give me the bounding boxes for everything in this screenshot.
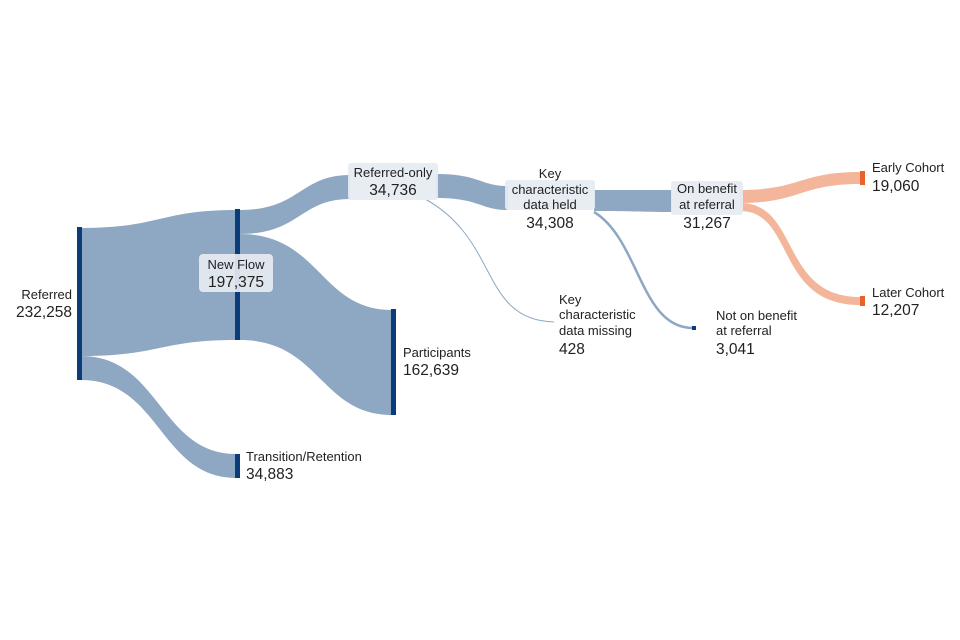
node-name-new-flow: New Flow (207, 257, 265, 272)
flow-referred-to-new-flow (81, 210, 236, 356)
flow-referred-to-transition (81, 356, 236, 478)
flow-new-flow-to-referred-only (240, 175, 350, 234)
node-bar-transition (235, 454, 240, 478)
node-label-participants: Participants 162,639 (403, 345, 471, 379)
flow-on-benefit-to-early (740, 172, 860, 203)
node-bar-early (860, 171, 865, 185)
node-value-early: 19,060 (872, 178, 920, 195)
node-name-key-missing-3: data missing (559, 323, 632, 338)
node-name-transition: Transition/Retention (246, 449, 362, 464)
node-value-referred: 232,258 (16, 304, 72, 321)
node-name-early: Early Cohort (872, 160, 945, 175)
flow-referred-only-to-key-missing (424, 198, 555, 323)
node-name-key-held-3: data held (523, 197, 577, 212)
label-bg-key-held (505, 180, 595, 210)
node-value-participants: 162,639 (403, 362, 459, 379)
node-label-referred-only: Referred-only 34,736 (354, 165, 433, 199)
node-label-transition: Transition/Retention 34,883 (246, 449, 362, 483)
node-value-referred-only: 34,736 (369, 182, 416, 199)
node-label-referred: Referred 232,258 (16, 287, 72, 321)
node-name-later: Later Cohort (872, 285, 945, 300)
node-name-participants: Participants (403, 345, 471, 360)
node-name-not-on-benefit-1: Not on benefit (716, 308, 797, 323)
node-bar-later (860, 296, 865, 306)
node-bar-participants (391, 309, 396, 415)
flow-key-held-to-on-benefit (594, 190, 672, 212)
node-bar-not-on-benefit (692, 326, 696, 330)
node-name-referred: Referred (21, 287, 72, 302)
node-label-later: Later Cohort 12,207 (872, 285, 945, 319)
node-name-key-missing-2: characteristic (559, 307, 636, 322)
node-value-not-on-benefit: 3,041 (716, 341, 755, 358)
node-name-referred-only: Referred-only (354, 165, 433, 180)
node-name-key-missing-1: Key (559, 292, 582, 307)
node-label-early: Early Cohort 19,060 (872, 160, 945, 195)
node-bar-referred (77, 227, 82, 380)
label-bg-new-flow (199, 254, 273, 292)
node-name-on-benefit-1: On benefit (677, 181, 737, 196)
node-name-not-on-benefit-2: at referral (716, 323, 772, 338)
node-label-key-missing: Key characteristic data missing 428 (559, 292, 636, 358)
flow-new-flow-to-participants (240, 234, 392, 415)
node-value-later: 12,207 (872, 302, 919, 319)
node-value-key-held: 34,308 (526, 215, 573, 232)
flow-key-held-to-not-on-benefit (593, 210, 694, 330)
node-value-on-benefit: 31,267 (683, 215, 730, 232)
node-label-key-held: Key characteristic data held 34,308 (512, 166, 589, 232)
node-value-new-flow: 197,375 (208, 274, 264, 291)
node-value-transition: 34,883 (246, 466, 293, 483)
node-value-key-missing: 428 (559, 341, 585, 358)
flow-on-benefit-to-later (740, 203, 860, 305)
node-label-new-flow: New Flow 197,375 (207, 257, 265, 291)
node-label-not-on-benefit: Not on benefit at referral 3,041 (716, 308, 797, 358)
node-name-key-held-2: characteristic (512, 182, 589, 197)
node-name-key-held-1: Key (539, 166, 562, 181)
label-bg-referred-only (348, 163, 438, 200)
node-name-on-benefit-2: at referral (679, 197, 735, 212)
flow-referred-only-to-key-held (436, 174, 508, 210)
label-bg-on-benefit (671, 181, 743, 215)
node-label-on-benefit: On benefit at referral 31,267 (677, 181, 737, 232)
